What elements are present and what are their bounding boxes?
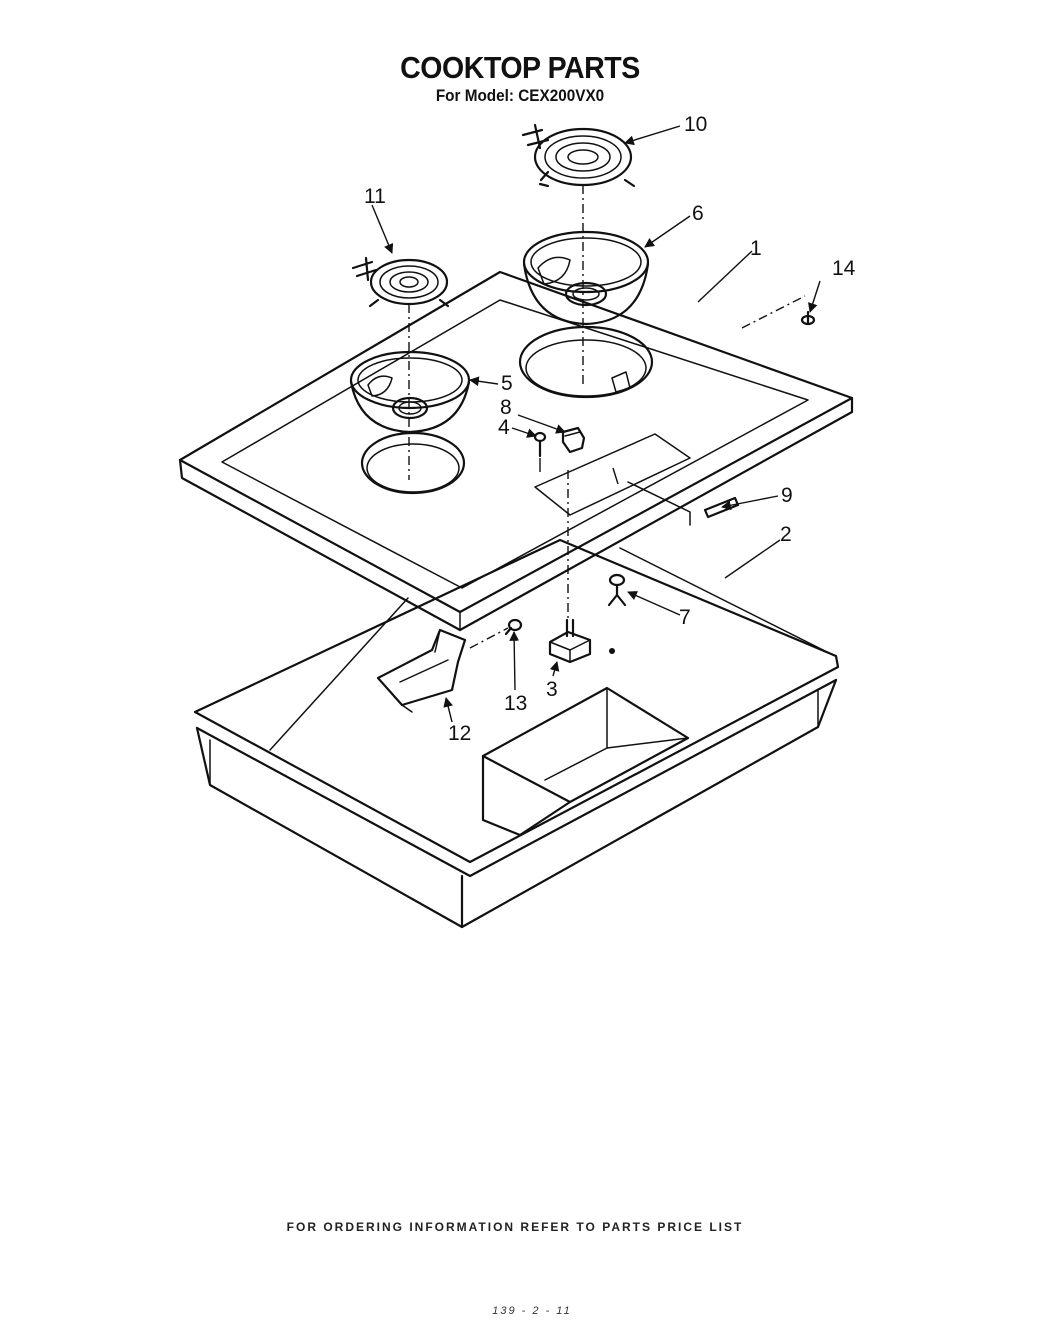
drip-bowl-small <box>349 350 471 434</box>
callout-5: 5 <box>501 372 513 395</box>
cooktop-frame <box>178 270 854 632</box>
drip-bowl-large <box>522 230 650 326</box>
model-subtitle: For Model: CEX200VX0 <box>435 86 605 105</box>
screw-4 <box>533 431 547 472</box>
infinite-switch <box>548 618 592 664</box>
callout-14: 14 <box>832 257 856 280</box>
label-9 <box>703 496 740 519</box>
screw-14 <box>800 310 816 326</box>
callout-10: 10 <box>684 113 707 136</box>
mounting-bracket <box>376 628 467 713</box>
callout-3: 3 <box>546 678 558 701</box>
callout-4: 4 <box>498 416 510 439</box>
ordering-info-note: FOR ORDERING INFORMATION REFER TO PARTS … <box>286 1220 744 1234</box>
callout-12: 12 <box>448 722 471 745</box>
surface-element-large <box>521 123 636 188</box>
clip-7 <box>607 573 627 607</box>
knob <box>561 426 586 454</box>
callout-8: 8 <box>500 396 512 419</box>
callout-7: 7 <box>679 606 691 629</box>
callout-9: 9 <box>781 484 793 507</box>
handwritten-mark: 139 - 2 - 11 <box>492 1305 572 1317</box>
callout-11: 11 <box>364 185 386 208</box>
right-burner-opening <box>518 325 654 399</box>
callout-13: 13 <box>504 692 527 715</box>
surface-element-small <box>351 256 450 308</box>
callout-6: 6 <box>692 202 704 225</box>
page-title: COOKTOP PARTS <box>400 50 640 85</box>
screw-13-line <box>469 627 509 649</box>
burner-box <box>193 538 840 929</box>
callout-1: 1 <box>750 237 762 260</box>
callout-2: 2 <box>780 523 792 546</box>
screw-13 <box>504 618 523 636</box>
left-burner-opening <box>360 431 466 495</box>
screw-14-line <box>741 295 806 329</box>
